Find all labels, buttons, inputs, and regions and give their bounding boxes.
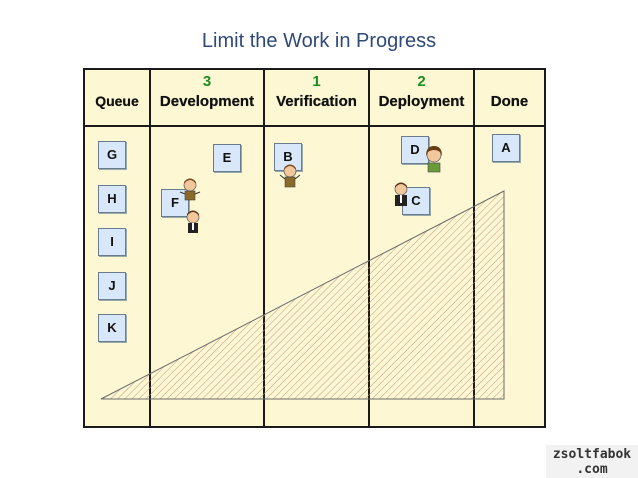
wip-limit: 3 (202, 73, 212, 90)
task-card-k[interactable]: K (98, 314, 126, 342)
task-card-e[interactable]: E (213, 144, 241, 172)
column-divider (149, 70, 151, 426)
wip-limit: 1 (312, 73, 321, 90)
badge-line-2: .com (576, 462, 608, 477)
column-title: Verification (276, 93, 357, 110)
person-icon (426, 146, 442, 173)
column-divider (368, 70, 370, 426)
badge-line-1: zsoltfabok (552, 447, 632, 462)
task-card-g[interactable]: G (98, 141, 126, 169)
person-icon (394, 182, 408, 206)
task-card-i[interactable]: I (98, 228, 126, 256)
wip-limit: 2 (417, 73, 426, 90)
hatched-triangle-shape (100, 190, 505, 400)
task-card-j[interactable]: J (98, 272, 126, 300)
task-card-h[interactable]: H (98, 185, 126, 213)
website-badge: zsoltfabok .com (546, 445, 638, 478)
person-icon (179, 178, 201, 201)
column-divider (263, 70, 265, 426)
column-header-done: Done (475, 70, 544, 125)
task-card-a[interactable]: A (492, 134, 520, 162)
column-header-development: 3 Development (151, 70, 263, 125)
column-title: Queue (95, 93, 139, 109)
person-icon (279, 164, 301, 188)
header-divider (85, 125, 544, 127)
column-title: Done (490, 93, 529, 110)
person-icon (186, 210, 200, 233)
column-title: Deployment (378, 93, 465, 110)
column-header-verification: 1 Verification (265, 70, 368, 125)
column-header-deployment: 2 Deployment (370, 70, 473, 125)
column-header-queue: Queue (85, 70, 149, 125)
task-card-d[interactable]: D (401, 136, 429, 164)
column-title: Development (159, 93, 255, 110)
slide-title: Limit the Work in Progress (201, 30, 437, 52)
task-card-f[interactable]: F (161, 189, 189, 217)
